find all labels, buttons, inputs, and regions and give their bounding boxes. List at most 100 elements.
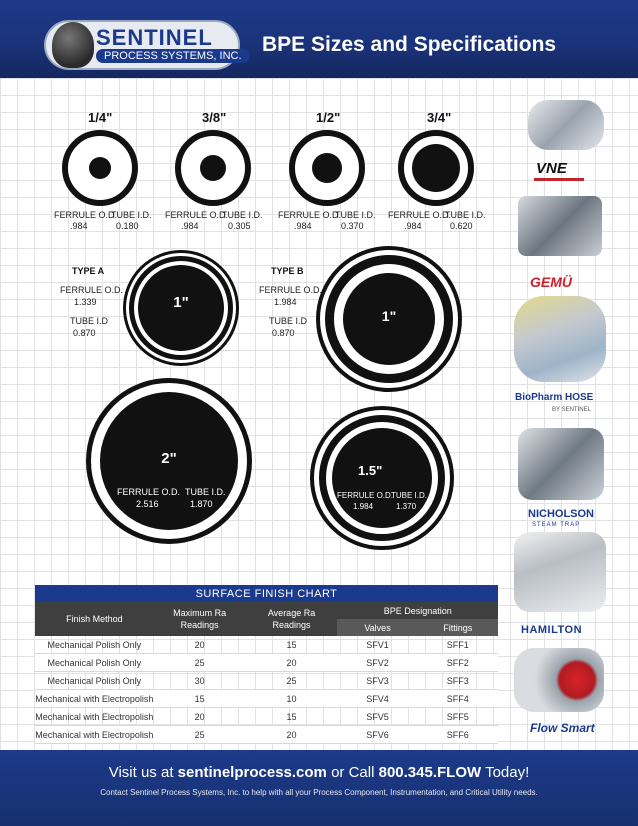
ferrule-value: 1.984 (274, 297, 297, 307)
ferrule-value: 1.339 (74, 297, 97, 307)
cell-max: 25 (153, 725, 246, 744)
table-row: Mechanical Polish Only 25 20 SFV2 SFF2 (35, 653, 498, 672)
tube-bore (138, 265, 224, 351)
cell-fittings: SFF2 (417, 653, 498, 672)
size-label: 1/2" (316, 110, 341, 125)
tube-value: 0.180 (116, 221, 139, 231)
table-row: Mechanical with Electropolish 20 15 SFV5… (35, 707, 498, 726)
ferrule-label: FERRULE O.D. (337, 491, 394, 500)
tube-value: 1.370 (396, 502, 417, 511)
cell-method: Mechanical with Electropolish (35, 689, 154, 708)
size-label: 1" (381, 308, 397, 324)
tube-bore (100, 392, 238, 530)
tube-label: TUBE I.D. (445, 210, 486, 220)
footer-banner (0, 750, 638, 826)
cell-method: Mechanical Polish Only (35, 653, 154, 672)
ferrule-ring (175, 130, 251, 206)
footer-contact-text: Contact Sentinel Process Systems, Inc. t… (100, 788, 538, 797)
tube-value: 0.305 (228, 221, 251, 231)
cell-max: 20 (153, 636, 246, 654)
cell-valves: SFV6 (337, 725, 418, 744)
footer-or-call: or Call (331, 764, 375, 781)
nicholson-sub: STEAM TRAP (532, 522, 581, 528)
cell-valves: SFV4 (337, 689, 418, 708)
cell-valves: SFV3 (337, 671, 418, 690)
size-label: 3/8" (202, 110, 227, 125)
footer-callout: Visit us at sentinelprocess.com or Call … (0, 764, 638, 781)
cell-fittings: SFF4 (417, 689, 498, 708)
cell-fittings: SFF1 (417, 636, 498, 654)
cell-fittings: SFF6 (417, 725, 498, 744)
cell-method: Mechanical Polish Only (35, 636, 154, 654)
tube-value: 0.870 (272, 328, 295, 338)
ferrule-value: .984 (181, 221, 199, 231)
tube-label: TUBE I.D. (222, 210, 263, 220)
table-header-row: Finish Method Maximum Ra Readings Averag… (35, 602, 498, 636)
cell-avg: 10 (245, 689, 338, 708)
size-label: 1.5" (358, 463, 383, 478)
ferrule-value: .984 (294, 221, 312, 231)
footer-visit: Visit us at (108, 764, 174, 781)
footer-website-link[interactable]: sentinelprocess.com (177, 764, 327, 781)
header-valves: Valves (337, 619, 418, 636)
ferrule-label: FERRULE O.D. (117, 487, 181, 497)
diaphragm-valve-image (518, 196, 602, 256)
cell-avg: 15 (245, 707, 338, 726)
cell-method: Mechanical with Electropolish (35, 725, 154, 744)
tube-label: TUBE I.D (269, 316, 308, 326)
cell-max: 25 (153, 653, 246, 672)
hamilton-logo: HAMILTON (521, 624, 583, 636)
tube-bore (412, 144, 460, 192)
tube-bore (312, 153, 342, 183)
size-label: 2" (161, 450, 177, 467)
table-caption-row: SURFACE FINISH CHART (35, 585, 498, 602)
header-avg-ra: Average Ra Readings (245, 602, 338, 636)
tube-bore (332, 428, 432, 528)
ferrule-label: FERRULE O.D. (165, 210, 229, 220)
tube-bore (343, 273, 435, 365)
header-banner: SENTINEL PROCESS SYSTEMS, INC. BPE Sizes… (0, 0, 638, 78)
sensor-probe-image (514, 532, 606, 612)
tube-label: TUBE I.D. (335, 210, 376, 220)
cell-max: 15 (153, 689, 246, 708)
vne-logo-bar (534, 178, 584, 181)
vne-logo: VNE (536, 160, 567, 177)
biopharm-sub: BY SENTINEL (552, 407, 591, 413)
footer-phone[interactable]: 800.345.FLOW (378, 764, 482, 781)
tube-value: 0.870 (73, 328, 96, 338)
type-b-label: TYPE B (271, 266, 304, 276)
table-caption: SURFACE FINISH CHART (35, 585, 498, 602)
ferrule-value: 1.984 (353, 502, 374, 511)
table-subheader-row: Valves Fittings (35, 619, 498, 636)
cell-max: 20 (153, 707, 246, 726)
gaskets-image (514, 648, 604, 712)
flowsmart-logo: Flow Smart (530, 721, 595, 735)
tube-value: 1.870 (190, 499, 213, 509)
steam-trap-image (518, 428, 604, 500)
header-max-ra: Maximum Ra Readings (153, 602, 246, 636)
ferrule-label: FERRULE O.D. (278, 210, 342, 220)
cell-valves: SFV2 (337, 653, 418, 672)
table-row: Mechanical Polish Only 20 15 SFV1 SFF1 (35, 636, 498, 654)
hose-image (514, 296, 606, 382)
type-a-label: TYPE A (72, 266, 105, 276)
size-label: 1/4" (88, 110, 113, 125)
tube-bore (89, 157, 111, 179)
tube-label: TUBE I.D. (391, 491, 428, 500)
tube-label: TUBE I.D. (111, 210, 152, 220)
cell-avg: 25 (245, 671, 338, 690)
size-label: 1" (173, 294, 189, 311)
tube-label: TUBE I.D (70, 316, 109, 326)
tube-value: 0.620 (450, 221, 473, 231)
table-row: Mechanical Polish Only 30 25 SFV3 SFF3 (35, 671, 498, 690)
table-row: Mechanical with Electropolish 25 20 SFV6… (35, 725, 498, 744)
tube-value: 0.370 (341, 221, 364, 231)
ferrule-label: FERRULE O.D. (388, 210, 452, 220)
ferrule-value: 2.516 (136, 499, 159, 509)
ferrule-value: .984 (70, 221, 88, 231)
cell-max: 30 (153, 671, 246, 690)
logo-subtitle: PROCESS SYSTEMS, INC. (96, 49, 250, 63)
sentinel-logo: SENTINEL PROCESS SYSTEMS, INC. (44, 20, 250, 70)
fittings-image (528, 100, 604, 150)
ferrule-value: .984 (404, 221, 422, 231)
